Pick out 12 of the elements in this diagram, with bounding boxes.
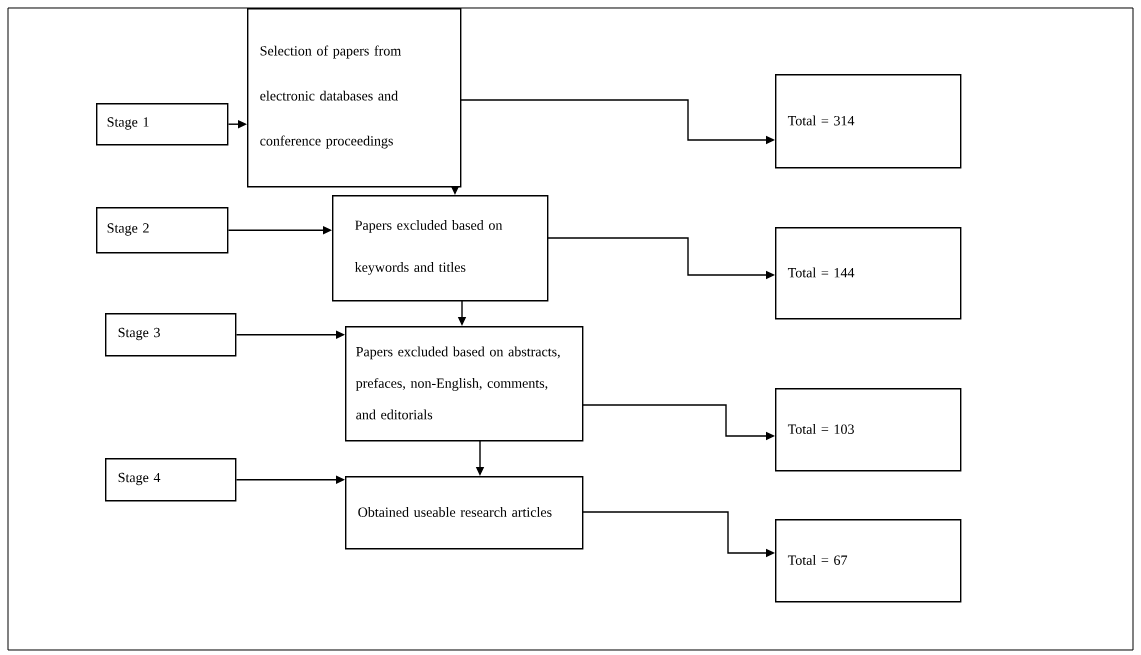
total-box: Total = 67	[775, 519, 962, 603]
stage-box: Stage 3	[105, 313, 237, 357]
stage-box: Stage 1	[96, 103, 229, 146]
stage-box: Stage 4	[105, 458, 237, 502]
process-box: Papers excluded based on abstracts, prefaces, non-English, comments, and editorials	[345, 326, 584, 442]
stage-box: Stage 2	[96, 207, 229, 254]
total-box: Total = 103	[775, 388, 962, 472]
total-box: Total = 144	[775, 227, 962, 320]
total-box: Total = 314	[775, 74, 962, 169]
process-box: Selection of papers from electronic databases and conference proceedings	[247, 8, 462, 188]
process-box: Obtained useable research articles	[345, 476, 584, 550]
process-box: Papers excluded based on keywords and titles	[332, 195, 549, 302]
